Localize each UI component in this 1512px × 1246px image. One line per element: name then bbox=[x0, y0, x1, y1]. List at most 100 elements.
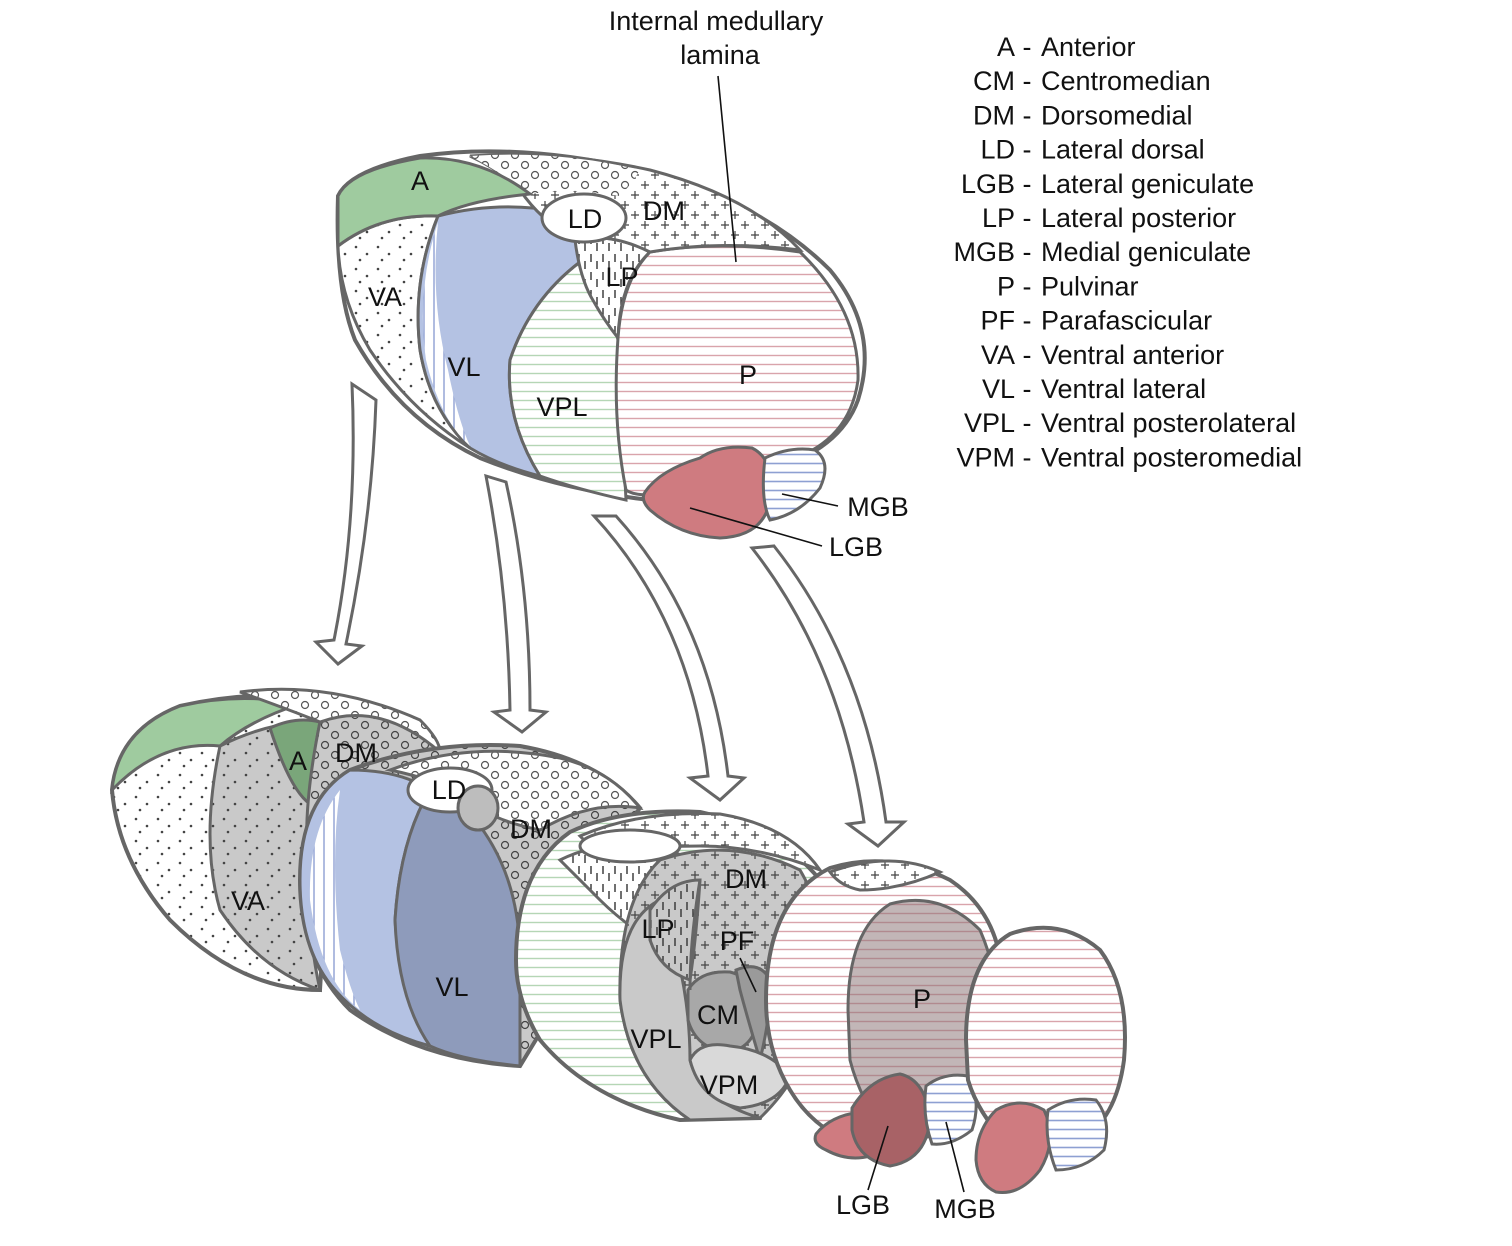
slice2-vl-dark bbox=[393, 788, 522, 1068]
slice2-vl-stripes bbox=[309, 790, 360, 1010]
top-label-p: P bbox=[739, 360, 757, 390]
legend-row: LGB-Lateral geniculate bbox=[961, 169, 1254, 199]
bottom-label-lgb: LGB bbox=[836, 1190, 890, 1220]
legend-row: VPL-Ventral posterolateral bbox=[964, 408, 1296, 438]
legend-sep: - bbox=[1023, 271, 1032, 301]
bottom-label-lp: LP bbox=[641, 914, 674, 944]
slice2-ld-dark bbox=[456, 784, 500, 832]
legend-abbr: VPM bbox=[956, 442, 1015, 472]
top-label-a: A bbox=[411, 166, 429, 196]
top-label-vl: VL bbox=[447, 352, 480, 382]
top-thalamus bbox=[335, 75, 867, 547]
legend-abbr: P bbox=[997, 271, 1015, 301]
legend-name: Ventral anterior bbox=[1041, 340, 1224, 370]
legend-sep: - bbox=[1023, 237, 1032, 267]
legend-abbr: LP bbox=[982, 203, 1015, 233]
bottom-label-va: VA bbox=[231, 886, 265, 916]
bottom-label-dm-2: DM bbox=[510, 814, 552, 844]
arrow-1 bbox=[312, 381, 378, 666]
legend-sep: - bbox=[1023, 340, 1032, 370]
legend-name: Medial geniculate bbox=[1041, 237, 1251, 267]
bottom-label-a: A bbox=[289, 746, 307, 776]
legend-sep: - bbox=[1023, 135, 1032, 165]
top-dm-circles bbox=[470, 154, 640, 196]
top-label-dm: DM bbox=[643, 196, 685, 226]
top-vl-stripes bbox=[422, 222, 470, 446]
legend-name: Lateral geniculate bbox=[1041, 169, 1254, 199]
legend-abbr: LD bbox=[980, 135, 1015, 165]
legend-abbr: A bbox=[997, 32, 1015, 62]
legend-abbr: VL bbox=[982, 374, 1015, 404]
slice4-top-plus bbox=[827, 859, 944, 892]
top-label-lp: LP bbox=[605, 262, 638, 292]
bottom-label-dm-1: DM bbox=[335, 738, 377, 768]
legend-row: CM-Centromedian bbox=[973, 66, 1211, 96]
legend-sep: - bbox=[1023, 203, 1032, 233]
legend-sep: - bbox=[1023, 374, 1032, 404]
legend-sep: - bbox=[1023, 100, 1032, 130]
legend-row: VPM-Ventral posteromedial bbox=[956, 442, 1302, 472]
slice4-mgb bbox=[923, 1073, 978, 1146]
legend-name: Pulvinar bbox=[1041, 271, 1139, 301]
bottom-slices bbox=[109, 687, 1127, 1195]
lamina-label-line2: lamina bbox=[680, 40, 761, 70]
bottom-label-vpl: VPL bbox=[630, 1024, 681, 1054]
top-lgb-leader bbox=[689, 507, 823, 547]
legend-abbr: VPL bbox=[964, 408, 1015, 438]
top-label-vpl: VPL bbox=[536, 392, 587, 422]
bottom-label-dm-3: DM bbox=[725, 864, 767, 894]
bottom-label-pf: PF bbox=[720, 926, 755, 956]
slice5-mgb bbox=[1045, 1097, 1109, 1172]
bottom-label-vl: VL bbox=[435, 972, 468, 1002]
legend-sep: - bbox=[1023, 169, 1032, 199]
legend-sep: - bbox=[1023, 66, 1032, 96]
bottom-lgb-leader bbox=[867, 1125, 889, 1191]
legend-row: DM-Dorsomedial bbox=[973, 100, 1193, 130]
top-label-mgb: MGB bbox=[847, 492, 909, 522]
legend-row: LD-Lateral dorsal bbox=[980, 135, 1204, 165]
slice-3 bbox=[513, 809, 825, 1123]
legend-name: Dorsomedial bbox=[1041, 100, 1193, 130]
legend-row: VL-Ventral lateral bbox=[982, 374, 1206, 404]
legend-abbr: PF bbox=[980, 306, 1015, 336]
pf-leader bbox=[739, 957, 757, 993]
arrow-4 bbox=[749, 544, 908, 848]
bottom-label-cm: CM bbox=[697, 1000, 739, 1030]
legend-sep: - bbox=[1023, 408, 1032, 438]
legend-sep: - bbox=[1023, 442, 1032, 472]
bottom-label-vpm: VPM bbox=[700, 1070, 759, 1100]
bottom-mgb-leader bbox=[945, 1121, 965, 1193]
lamina-leader bbox=[717, 75, 737, 263]
lamina-label-line1: Internal medullary bbox=[609, 6, 824, 36]
legend-abbr: CM bbox=[973, 66, 1015, 96]
legend-row: LP-Lateral posterior bbox=[982, 203, 1236, 233]
legend-name: Lateral dorsal bbox=[1041, 135, 1205, 165]
legend-name: Centromedian bbox=[1041, 66, 1211, 96]
slice3-lp-gray bbox=[648, 878, 702, 982]
top-mgb-leader bbox=[781, 493, 839, 507]
legend-sep: - bbox=[1023, 306, 1032, 336]
slice-5 bbox=[963, 925, 1127, 1195]
legend-abbr: VA bbox=[981, 340, 1015, 370]
bottom-label-p: P bbox=[913, 984, 931, 1014]
legend-row: MGB-Medial geniculate bbox=[953, 237, 1251, 267]
legend-name: Ventral lateral bbox=[1041, 374, 1206, 404]
legend-name: Parafascicular bbox=[1041, 306, 1212, 336]
slice3-white bbox=[578, 828, 682, 864]
slice-4 bbox=[763, 859, 1005, 1168]
top-label-ld: LD bbox=[568, 204, 603, 234]
legend-name: Ventral posterolateral bbox=[1041, 408, 1296, 438]
legend-abbr: MGB bbox=[953, 237, 1015, 267]
legend: A-AnteriorCM-CentromedianDM-DorsomedialL… bbox=[953, 32, 1302, 472]
top-label-va: VA bbox=[368, 282, 402, 312]
legend-row: P-Pulvinar bbox=[997, 271, 1139, 301]
bottom-label-mgb: MGB bbox=[934, 1194, 996, 1224]
legend-sep: - bbox=[1023, 32, 1032, 62]
legend-abbr: DM bbox=[973, 100, 1015, 130]
bottom-label-ld: LD bbox=[432, 775, 467, 805]
top-a-region bbox=[336, 156, 534, 250]
top-label-lgb: LGB bbox=[829, 532, 883, 562]
top-mgb-region bbox=[761, 447, 827, 522]
legend-abbr: LGB bbox=[961, 169, 1015, 199]
